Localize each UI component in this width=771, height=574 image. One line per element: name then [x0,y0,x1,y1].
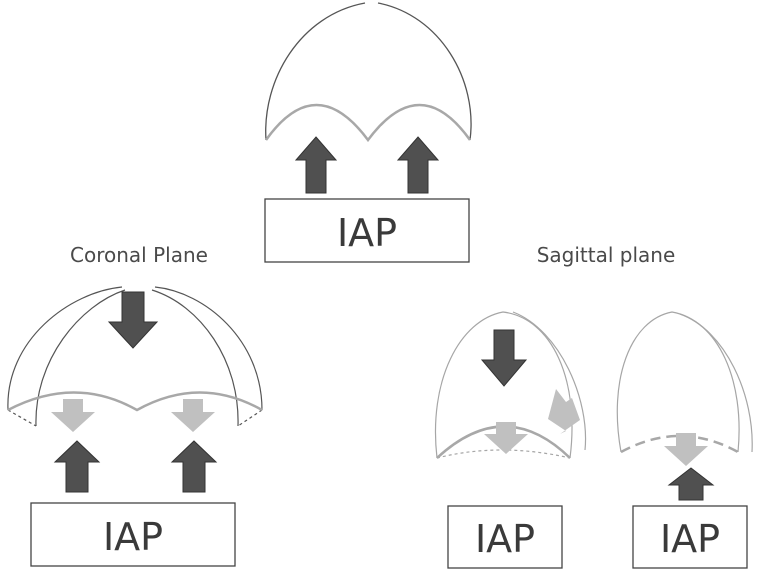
sagittal-mid-down-arrow-light [484,422,528,454]
sagittal-mid-dome-inner [512,311,587,451]
coronal-down-arrow-light-right [171,399,215,432]
sagittal-right-iap-label: IAP [660,517,720,561]
top-iap-box [264,198,470,263]
sagittal-mid-dashed [436,449,571,459]
coronal-dashed-sides [7,409,263,427]
top-diaphragm [264,103,472,143]
coronal-diaphragm [7,391,263,412]
sagittal-plane-label: Sagittal plane [537,243,676,267]
top-iap-label: IAP [337,211,397,255]
top-dome-right [377,2,472,141]
top-up-arrow-left [294,136,338,194]
coronal-iap-box [30,502,236,567]
sagittal-mid-panel: IAP [434,311,587,569]
coronal-down-arrow-light-left [51,399,95,432]
sagittal-mid-iap-label: IAP [475,517,535,561]
sagittal-right-dome [616,311,740,453]
coronal-up-arrow-left [53,440,101,493]
sagittal-right-iap-box [632,505,748,569]
top-up-arrow-right [396,136,440,194]
top-dome-left [265,2,366,141]
coronal-plane-label: Coronal Plane [70,243,208,267]
sagittal-right-up-arrow [667,467,715,501]
top-panel: IAP [264,2,472,263]
coronal-up-arrow-right [170,440,218,493]
coronal-down-arrow-top [107,291,159,349]
coronal-panel: Coronal Plane IAP [7,243,263,567]
sagittal-right-down-arrow-light [664,433,708,466]
sagittal-right-panel: IAP [616,311,753,569]
coronal-iap-label: IAP [103,515,163,559]
coronal-dome-outer [7,286,263,411]
sagittal-mid-iap-box [447,505,563,569]
coronal-dome-inner [35,289,239,427]
sagittal-mid-diagonal-arrow [548,389,580,434]
sagittal-mid-down-arrow [480,329,528,387]
sagittal-right-dome-inner [679,313,753,453]
sagittal-mid-dome [434,311,573,459]
